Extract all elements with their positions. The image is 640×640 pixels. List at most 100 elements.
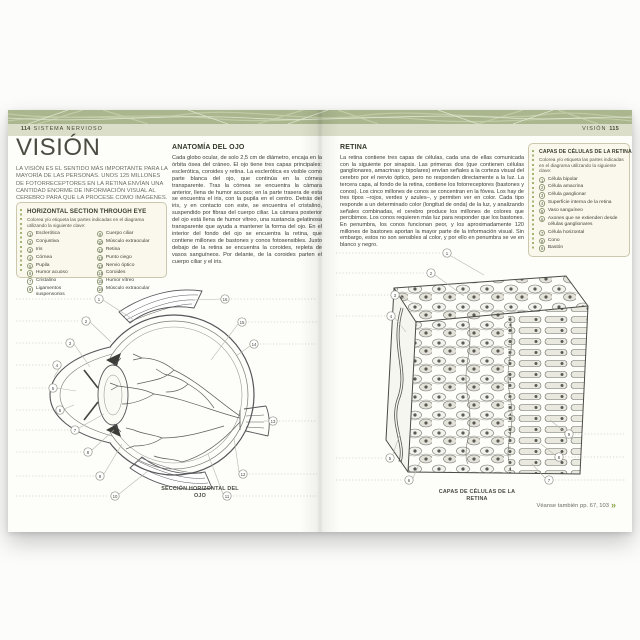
key-number: 5 xyxy=(539,208,546,215)
callout-2: 2 xyxy=(81,316,91,326)
key-label: Pupila xyxy=(35,262,50,268)
svg-text:10: 10 xyxy=(113,494,118,499)
key-number: 3 xyxy=(539,192,546,199)
key-number: 9 xyxy=(539,245,546,252)
anatomy-body: Cada globo ocular, de solo 2,5 cm de diá… xyxy=(172,155,322,265)
key-label: Humor acuoso xyxy=(35,270,68,276)
svg-text:6: 6 xyxy=(59,408,62,413)
svg-text:5: 5 xyxy=(52,386,55,391)
key-number: 6 xyxy=(27,270,34,277)
key-label: Axones que se extienden desde células ga… xyxy=(547,215,618,228)
see-also-reference: Véanse también pp. 67, 103» xyxy=(536,500,616,510)
callout-2: 2 xyxy=(426,268,436,278)
eye-key-box: HORIZONTAL SECTION THROUGH EYE Colorea y… xyxy=(16,202,167,297)
right-running-title: VISIÓN xyxy=(582,126,607,132)
key-label: Nervio óptico xyxy=(105,262,135,268)
key-label: Cono xyxy=(547,237,560,243)
stitch-decoration-icon xyxy=(532,150,534,250)
callout-8: 8 xyxy=(554,452,564,462)
key-label: Esclerótica xyxy=(35,231,60,236)
eye-key-box-title: HORIZONTAL SECTION THROUGH EYE xyxy=(27,208,147,215)
key-label: Bastón xyxy=(547,245,564,251)
key-label: Córnea xyxy=(35,254,52,260)
left-folio: 114 xyxy=(21,126,31,132)
svg-text:8: 8 xyxy=(87,450,90,455)
leader-dotted-lines xyxy=(16,298,317,497)
svg-text:3: 3 xyxy=(394,293,397,298)
callout-1: 1 xyxy=(442,248,452,258)
eye-diagram-caption: SECCIÓN HORIZONTAL DEL OJO xyxy=(161,486,239,499)
callout-8: 8 xyxy=(83,447,93,457)
key-label: Vaso sanguíneo xyxy=(547,208,583,214)
key-number: 15 xyxy=(97,278,104,285)
key-number: 16 xyxy=(97,286,104,293)
svg-text:12: 12 xyxy=(241,472,246,477)
svg-text:4: 4 xyxy=(390,314,393,319)
key-number: 6 xyxy=(539,215,546,223)
svg-text:14: 14 xyxy=(252,342,257,347)
key-number: 14 xyxy=(97,270,104,277)
anatomy-heading: ANATOMÍA DEL OJO xyxy=(172,144,245,151)
key-number: 12 xyxy=(97,254,104,262)
key-number: 9 xyxy=(97,231,104,238)
key-number: 4 xyxy=(539,200,546,207)
retina-diagram-caption: CAPAS DE CÉLULAS DE LA RETINA xyxy=(438,489,516,502)
leader-lines xyxy=(392,255,566,479)
svg-text:8: 8 xyxy=(558,455,561,460)
svg-text:7: 7 xyxy=(74,428,77,433)
key-label: Célula ganglionar xyxy=(547,192,586,198)
leaf-vein-pattern-icon xyxy=(8,110,632,124)
callout-14: 14 xyxy=(249,339,259,349)
key-label: Músculo extraocular xyxy=(105,286,150,292)
svg-text:3: 3 xyxy=(69,341,72,346)
svg-text:5: 5 xyxy=(389,456,392,461)
callout-6: 6 xyxy=(55,405,65,415)
svg-text:2: 2 xyxy=(85,319,88,324)
retina-key-box-title: CAPAS DE CÉLULAS DE LA RETINA xyxy=(539,149,632,155)
callout-1: 1 xyxy=(94,294,104,304)
decor-band xyxy=(8,110,632,124)
callout-15: 15 xyxy=(237,317,247,327)
svg-text:2: 2 xyxy=(430,271,433,276)
key-label: Célula horizontal xyxy=(547,229,585,235)
retina-key-box: CAPAS DE CÉLULAS DE LA RETINA Colorea y/… xyxy=(528,143,632,257)
key-label: Humor vítreo xyxy=(105,278,135,284)
svg-text:6: 6 xyxy=(408,478,411,483)
leader-lines xyxy=(53,298,269,495)
key-label: Cuerpo ciliar xyxy=(105,231,134,236)
key-label: Célula amacrina xyxy=(547,184,584,190)
eye-callouts: 1 2 3 4 5 6 7 8 9 10 11 12 13 14 15 16 xyxy=(48,294,278,501)
key-label: Célula bipolar xyxy=(547,176,578,182)
key-number: 7 xyxy=(539,229,546,237)
svg-text:1: 1 xyxy=(98,297,101,302)
key-label: Superficie interna de la retina xyxy=(547,200,612,206)
callout-3: 3 xyxy=(65,338,75,348)
key-label: Iris xyxy=(35,246,43,252)
callout-3: 3 xyxy=(390,290,400,300)
callout-11: 11 xyxy=(222,491,232,501)
callout-7: 7 xyxy=(544,475,554,485)
key-number: 4 xyxy=(27,254,34,262)
double-chevron-icon: » xyxy=(610,500,616,510)
svg-text:1: 1 xyxy=(446,251,449,256)
key-number: 2 xyxy=(539,184,546,191)
